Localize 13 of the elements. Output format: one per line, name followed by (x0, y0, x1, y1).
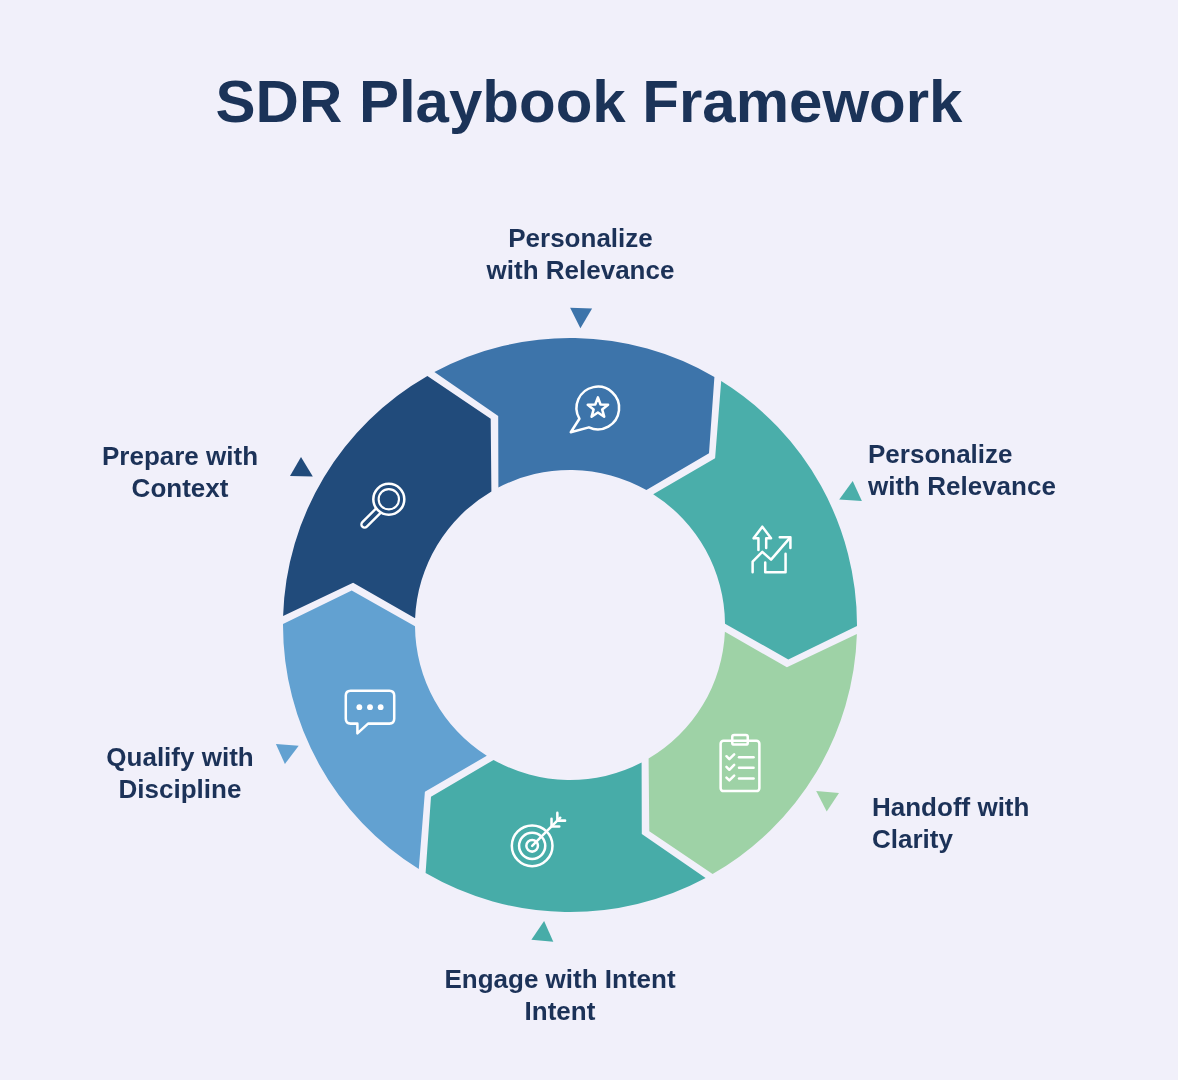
ring-segment (425, 759, 706, 912)
step-label: Handoff with Clarity (872, 792, 1030, 854)
step-label: Prepare with Context (101, 441, 259, 503)
step-label: Personalize with Relevance (868, 439, 1056, 501)
ring-segment (653, 381, 857, 660)
ring-segment (648, 631, 857, 875)
ring-segment (283, 590, 487, 869)
ring-segment (283, 375, 492, 619)
step-label: Qualify with Discipline (106, 742, 254, 804)
ring-segment (434, 338, 715, 491)
title: SDR Playbook Framework (215, 72, 963, 132)
step-label: Personalize with Relevance (486, 223, 675, 285)
step-label: Engage with Intent Intent (444, 964, 676, 1026)
